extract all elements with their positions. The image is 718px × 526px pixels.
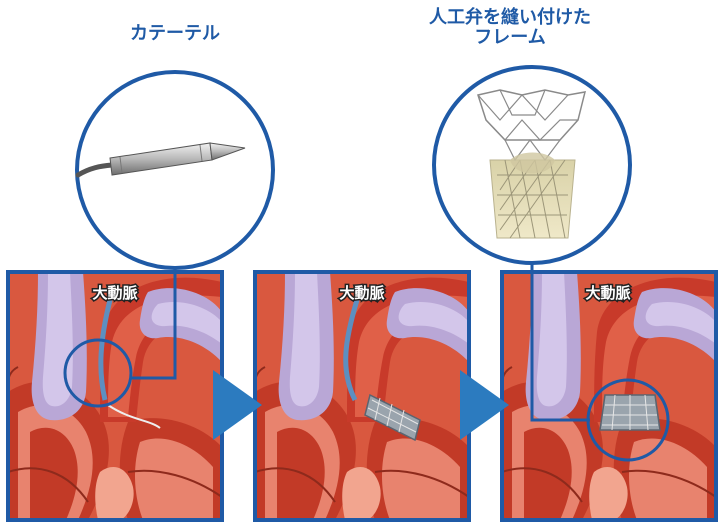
- aorta-label-3: 大動脈: [585, 284, 630, 302]
- deployed-valve: [600, 395, 660, 430]
- aorta-label-2: 大動脈: [339, 284, 384, 302]
- catheter-detail-circle: [77, 72, 273, 268]
- valve-frame-detail-circle: [434, 67, 630, 263]
- heart-panel-3: [502, 272, 716, 520]
- heart-panel-2: [255, 272, 469, 520]
- heart-panel-1: [8, 272, 222, 520]
- aorta-label-1: 大動脈: [92, 284, 137, 302]
